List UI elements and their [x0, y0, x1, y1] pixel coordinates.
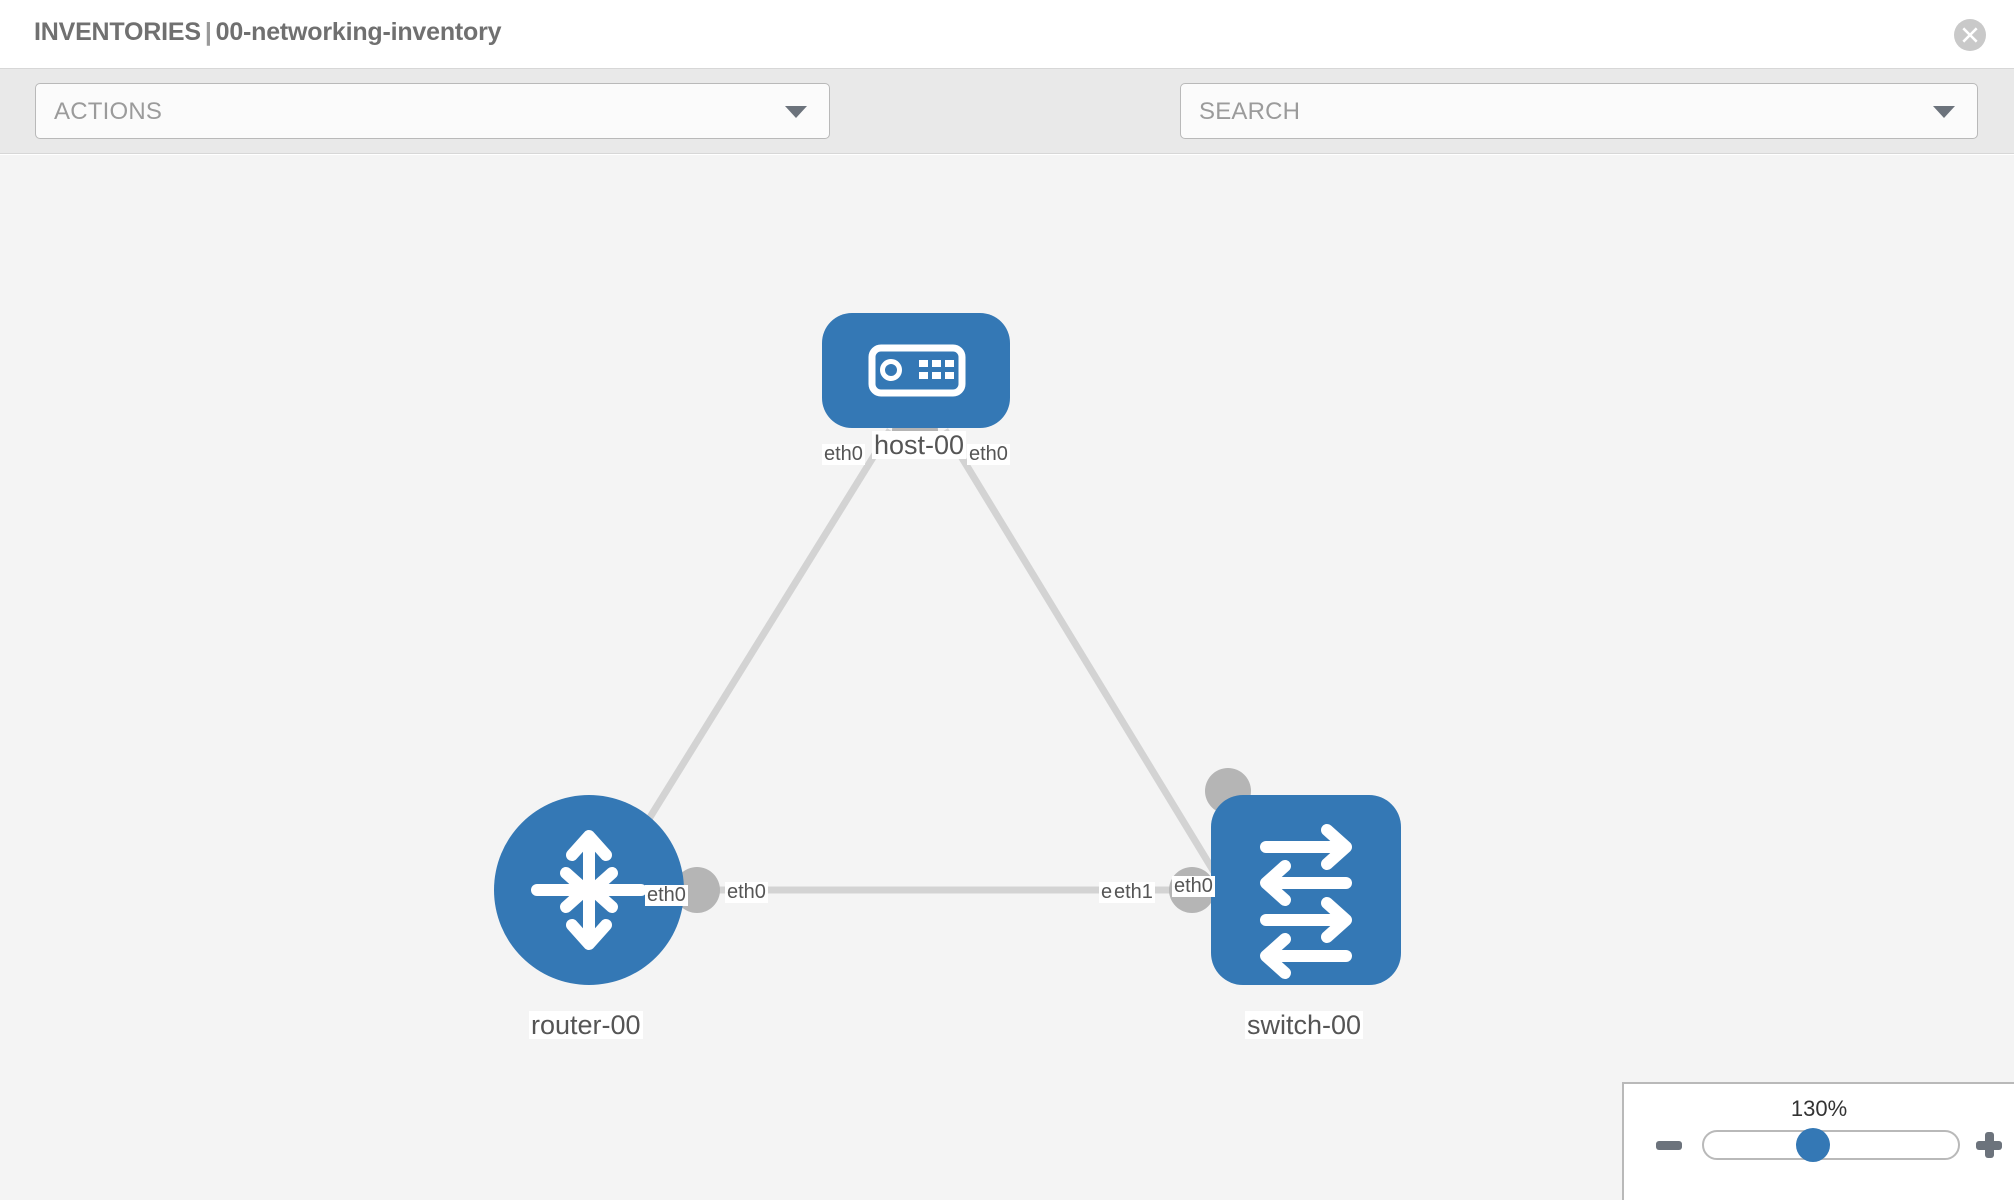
topology-canvas[interactable]: host-00 router-00 switch-00 eth0 eth0 et…	[0, 155, 2014, 1200]
link-label-host-router-from: eth0	[822, 443, 865, 465]
breadcrumb-root[interactable]: INVENTORIES	[34, 18, 201, 46]
node-host-00[interactable]	[822, 313, 1010, 428]
link-host-switch[interactable]	[942, 428, 1225, 887]
header-bar: INVENTORIES|00-networking-inventory	[0, 0, 2014, 69]
node-label-switch-00: switch-00	[1245, 1010, 1364, 1040]
chevron-down-icon	[785, 106, 807, 118]
link-label-router-switch-to: eth1	[1112, 881, 1155, 903]
zoom-level-value: 130%	[1790, 1096, 1848, 1121]
node-router-00[interactable]	[494, 795, 684, 985]
toolbar: ACTIONS SEARCH	[0, 69, 2014, 198]
node-switch-00[interactable]	[1211, 795, 1401, 985]
link-host-router[interactable]	[605, 428, 893, 887]
router-arrows-icon	[531, 830, 647, 950]
link-label-host-switch-from: eth0	[967, 443, 1010, 465]
breadcrumb-current: 00-networking-inventory	[215, 18, 502, 46]
node-label-host-00: host-00	[872, 430, 967, 460]
search-input[interactable]: SEARCH	[1180, 83, 1978, 139]
search-placeholder: SEARCH	[1199, 98, 1301, 125]
node-label-router-00: router-00	[529, 1010, 643, 1040]
zoom-slider-thumb[interactable]	[1796, 1128, 1830, 1162]
server-device-icon	[868, 344, 966, 397]
plus-icon[interactable]	[1976, 1132, 2002, 1158]
breadcrumb: INVENTORIES|00-networking-inventory	[34, 18, 502, 47]
chevron-down-icon[interactable]	[1933, 106, 1955, 118]
close-circle-icon[interactable]	[1954, 19, 1986, 51]
actions-dropdown-label: ACTIONS	[54, 98, 163, 125]
topology-graph	[494, 313, 1401, 985]
link-label-host-router-to: eth0	[645, 884, 688, 906]
breadcrumb-separator: |	[204, 18, 212, 46]
link-label-host-switch-to: eth0	[1172, 875, 1215, 897]
minus-icon[interactable]	[1656, 1141, 1682, 1150]
close-icon-glyph	[1962, 27, 1978, 43]
zoom-slider[interactable]	[1702, 1130, 1960, 1160]
switch-arrows-icon	[1260, 824, 1352, 979]
actions-dropdown[interactable]: ACTIONS	[35, 83, 830, 139]
zoom-control-panel: 130%	[1622, 1082, 2014, 1200]
link-label-router-switch-from: eth0	[725, 881, 768, 903]
